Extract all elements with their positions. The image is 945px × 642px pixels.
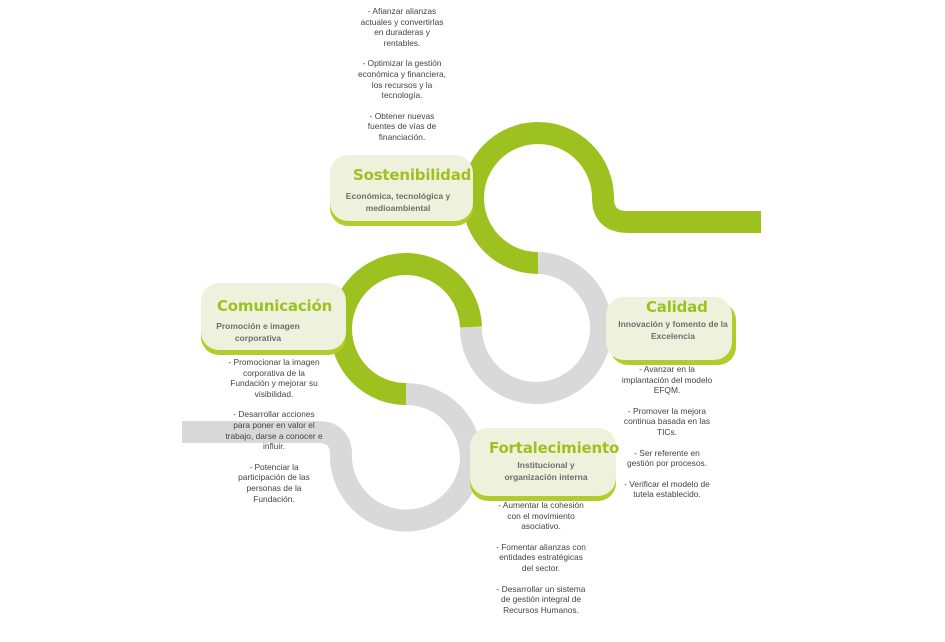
pill-comunicacion [201,283,346,350]
note-item: - Afianzar alianzas actuales y convertir… [360,6,444,48]
pillar-title-comunicacion: Comunicación [217,297,333,315]
note-item: - Aumentar la cohesión con el movimiento… [498,500,584,532]
notes-comunicacion: - Promocionar la imagen corporativa de l… [225,357,323,514]
note-item: - Ser referente en gestión por procesos. [626,447,708,469]
notes-sostenibilidad: - Afianzar alianzas actuales y convertir… [355,6,449,153]
pill-sostenibilidad [330,155,473,221]
pillar-subtitle-fortalecimiento: Institucional y organización interna [504,460,588,482]
pillar-title-fortalecimiento: Fortalecimiento [489,439,620,457]
note-item: - Optimizar la gestión económica y finan… [358,58,446,101]
note-item: - Obtener nuevas fuentes de vías de fina… [367,110,437,142]
note-item: - Promocionar la imagen corporativa de l… [228,357,320,399]
notes-fortalecimiento: - Aumentar la cohesión con el movimiento… [494,500,588,625]
top-green-arc [462,122,761,274]
pill-calidad [606,297,732,360]
pillar-subtitle-sostenibilidad: Económica, tecnológica y medioambiental [345,191,451,213]
pillar-title-calidad: Calidad [646,298,708,316]
pill-fortalecimiento [470,428,616,496]
note-item: - Fomentar alianzas con entidades estrat… [496,541,586,573]
note-item: - Promover la mejora continua basada en … [623,405,711,437]
middle-green-arc [330,253,482,405]
pillar-title-sostenibilidad: Sostenibilidad [353,166,472,184]
note-item: - Desarrollar un sistema de gestión inte… [496,583,586,615]
pillar-subtitle-comunicacion: Promoción e imagen corporativa [216,321,300,343]
note-item: - Verificar el modelo de tutela establec… [624,478,710,500]
pillar-subtitle-calidad: Innovación y fomento de la Excelencia [618,319,728,341]
notes-calidad: - Avanzar en la implantación del modelo … [621,364,713,510]
note-item: - Desarrollar acciones para poner en val… [225,409,323,452]
bottom-connector-line [182,383,483,532]
note-item: - Potenciar la participación de las pers… [238,461,310,504]
note-item: - Avanzar en la implantación del modelo … [621,364,713,396]
middle-gray-arc [459,252,612,404]
